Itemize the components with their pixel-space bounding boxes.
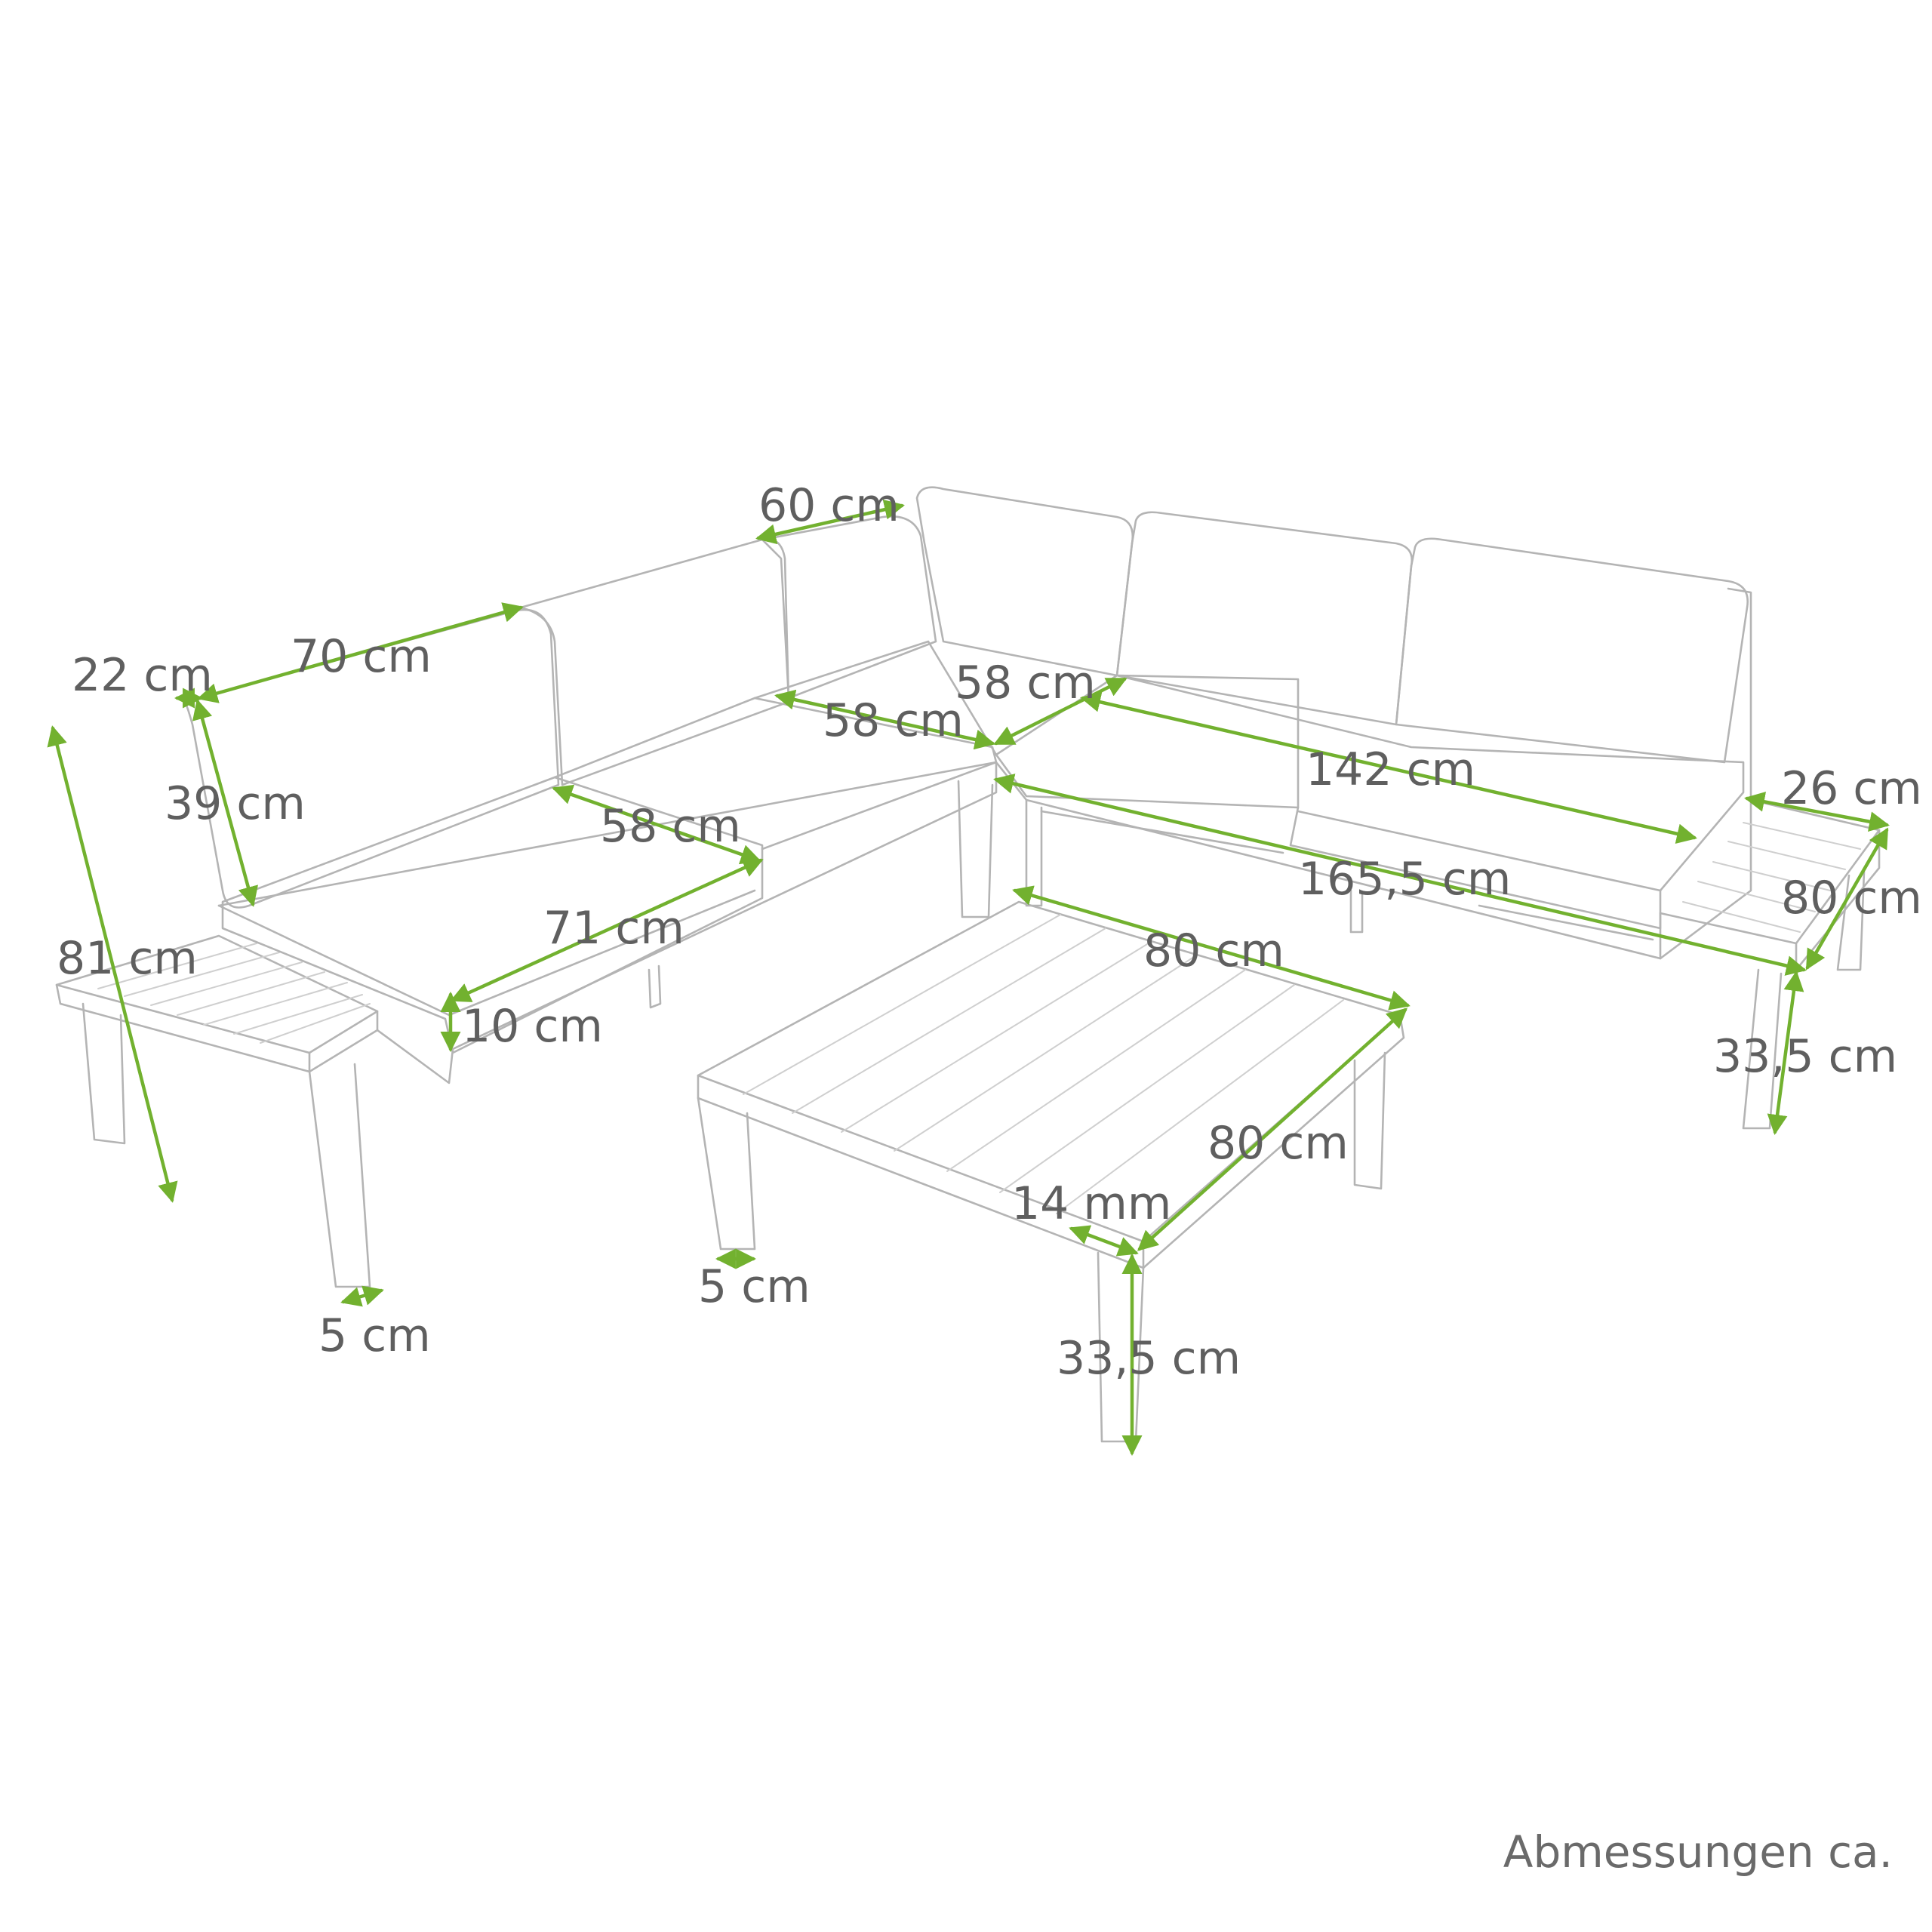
dimension-lines	[47, 499, 1890, 1457]
left-side-table	[55, 934, 379, 1288]
label-seat-width-left: 71 cm	[543, 902, 685, 955]
dim-line-table-slat	[1069, 1225, 1139, 1257]
dimensions-note: Abmessungen ca.	[1503, 1826, 1893, 1878]
label-table-length: 80 cm	[1143, 924, 1284, 977]
dim-line-left-cushion-width	[197, 602, 524, 703]
dim-line-cushion-depth-top	[755, 499, 905, 545]
label-left-leg: 5 cm	[318, 1309, 431, 1362]
dimension-labels: 60 cm 70 cm 22 cm 39 cm 81 cm 5 cm 58 cm…	[57, 479, 1922, 1385]
label-left-cushion-width: 70 cm	[291, 630, 432, 683]
label-cushion-depth-top: 60 cm	[758, 479, 900, 532]
label-seat-depth-left: 58 cm	[600, 800, 741, 853]
label-seat-depth-right: 58 cm	[955, 657, 1096, 709]
label-left-back-top: 22 cm	[72, 649, 213, 702]
label-table-height: 33,5 cm	[1057, 1332, 1241, 1385]
dim-line-seat-width-left	[450, 858, 764, 1002]
dim-line-side-table-height	[1767, 970, 1804, 1136]
label-left-back-height: 39 cm	[165, 777, 306, 830]
label-table-leg: 5 cm	[698, 1260, 811, 1313]
dim-line-table-length	[1012, 885, 1411, 1011]
label-total-height: 81 cm	[57, 932, 198, 985]
dim-line-side-table-depth	[1805, 827, 1889, 971]
dim-line-side-table-width	[1744, 792, 1890, 832]
label-side-table-width: 26 cm	[1781, 762, 1922, 815]
dim-line-left-leg	[340, 1285, 384, 1307]
label-seat-depth-corner: 58 cm	[823, 694, 964, 747]
dim-line-seat-depth-right	[993, 677, 1128, 746]
dim-line-table-width	[1137, 1008, 1408, 1251]
dim-line-total-height	[47, 725, 178, 1203]
label-table-slat: 14 mm	[1011, 1177, 1171, 1230]
label-side-table-height: 33,5 cm	[1713, 1030, 1897, 1083]
right-back-cushions	[915, 486, 1752, 801]
label-side-table-depth: 80 cm	[1781, 872, 1922, 924]
dim-line-left-back-height	[192, 699, 258, 907]
label-seat-thickness: 10 cm	[462, 1000, 603, 1053]
dim-line-seat-depth-corner	[774, 689, 995, 750]
dim-line-seat-depth-left	[552, 784, 761, 865]
coffee-table	[697, 900, 1405, 1443]
dim-line-right-sofa-length	[993, 774, 1807, 976]
label-table-width: 80 cm	[1208, 1117, 1349, 1170]
label-right-sofa-length: 165,5 cm	[1298, 853, 1511, 906]
label-right-seat-width: 142 cm	[1306, 743, 1475, 796]
